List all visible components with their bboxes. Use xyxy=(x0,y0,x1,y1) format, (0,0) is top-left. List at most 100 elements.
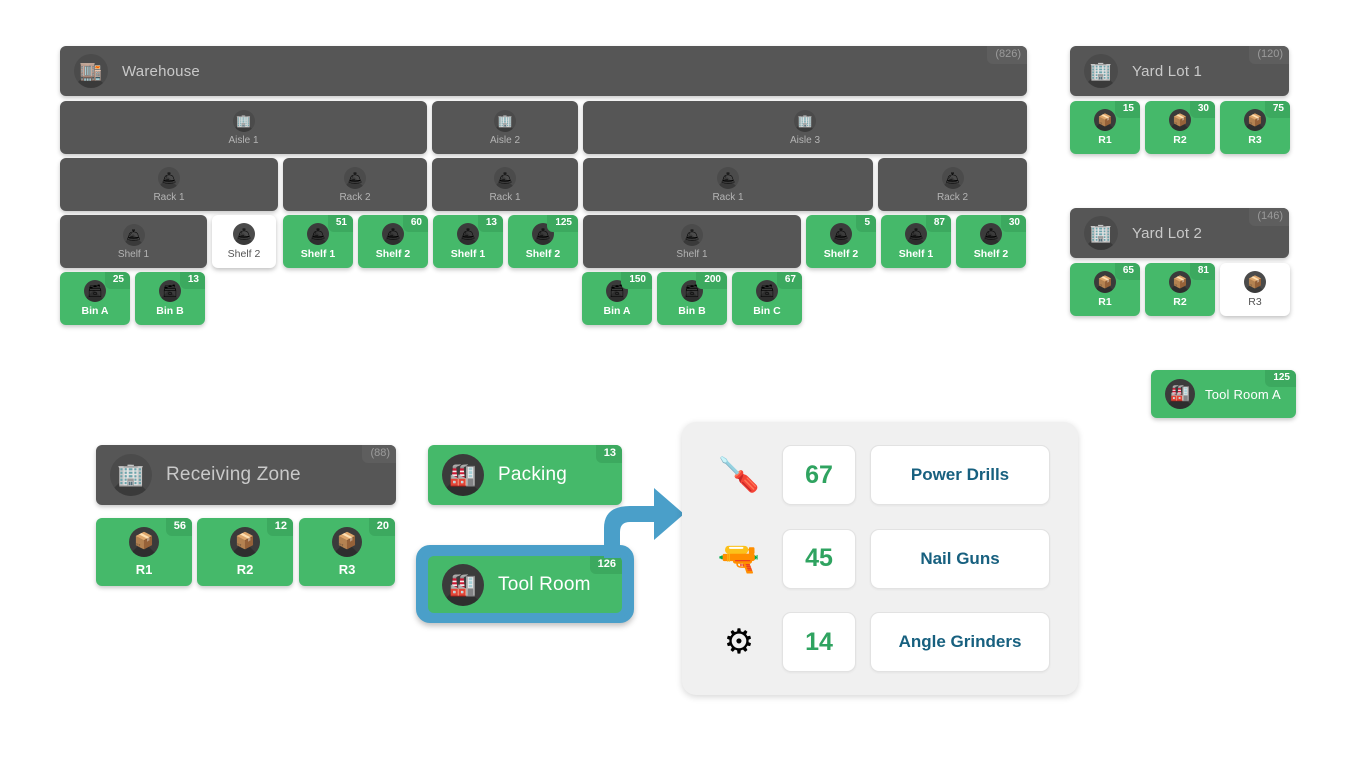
node-label: Yard Lot 1 xyxy=(1132,62,1203,80)
shelf-icon: 🛎 xyxy=(532,223,554,245)
count-badge: 13 xyxy=(595,445,622,463)
node-label: Shelf 2 xyxy=(525,248,561,260)
node-bin-2[interactable]: 🗃 Bin B 13 xyxy=(135,272,205,325)
node-shelf-3[interactable]: 🛎 Shelf 1 51 xyxy=(283,215,353,268)
node-rack-a1-1[interactable]: 🛎 Rack 1 xyxy=(60,158,278,211)
building-icon: 🏢 xyxy=(1084,216,1118,250)
node-receiving-r2[interactable]: 📦 R2 12 xyxy=(197,518,293,586)
node-receiving-r1[interactable]: 📦 R1 56 xyxy=(96,518,192,586)
warehouse-icon: 🏬 xyxy=(74,54,108,88)
node-shelf-5[interactable]: 🛎 Shelf 1 13 xyxy=(433,215,503,268)
count-badge: 81 xyxy=(1189,263,1215,280)
count-badge: 60 xyxy=(402,215,428,232)
count-badge: 51 xyxy=(327,215,353,232)
shelf-icon: 🛎 xyxy=(457,223,479,245)
node-rack-a3-2[interactable]: 🛎 Rack 2 xyxy=(878,158,1027,211)
node-yard-lot-1[interactable]: 🏢 Yard Lot 1 (120) xyxy=(1070,46,1289,96)
nail-gun-icon: 🔫 xyxy=(717,539,761,578)
node-aisle-1[interactable]: 🏢 Aisle 1 xyxy=(60,101,427,154)
node-shelf-8[interactable]: 🛎 Shelf 2 5 xyxy=(806,215,876,268)
shelf-icon: 🛎 xyxy=(980,223,1002,245)
node-label: Warehouse xyxy=(122,62,200,80)
count-badge: 126 xyxy=(589,556,622,574)
node-yard-lot-2[interactable]: 🏢 Yard Lot 2 (146) xyxy=(1070,208,1289,258)
count-badge: 15 xyxy=(1114,101,1140,118)
node-rack-a2-1[interactable]: 🛎 Rack 1 xyxy=(432,158,578,211)
node-label: R2 xyxy=(236,562,254,577)
count-badge: (120) xyxy=(1249,46,1289,64)
node-yard2-r3[interactable]: 📦 R3 xyxy=(1220,263,1290,316)
node-label: Shelf 1 xyxy=(300,248,336,260)
node-tool-room-a[interactable]: 🏭 Tool Room A 125 xyxy=(1151,370,1296,418)
node-label: Rack 1 xyxy=(712,191,744,203)
node-bin-1[interactable]: 🗃 Bin A 25 xyxy=(60,272,130,325)
node-label: Packing xyxy=(498,464,567,485)
node-warehouse[interactable]: 🏬 Warehouse (826) xyxy=(60,46,1027,96)
node-label: Shelf 2 xyxy=(375,248,411,260)
node-shelf-1[interactable]: 🛎 Shelf 1 xyxy=(60,215,207,268)
parcel-icon: 📦 xyxy=(1169,271,1191,293)
node-shelf-10[interactable]: 🛎 Shelf 2 30 xyxy=(956,215,1026,268)
node-rack-a1-2[interactable]: 🛎 Rack 2 xyxy=(283,158,427,211)
shelf-icon: 🛎 xyxy=(122,223,145,246)
node-label: R3 xyxy=(1248,296,1262,308)
shelf-icon: 🛎 xyxy=(382,223,404,245)
count-badge: 25 xyxy=(104,272,130,289)
parcel-icon: 📦 xyxy=(1094,109,1116,131)
parcel-icon: 📦 xyxy=(129,527,159,557)
node-aisle-2[interactable]: 🏢 Aisle 2 xyxy=(432,101,578,154)
node-label: Shelf 1 xyxy=(676,248,708,260)
node-packing[interactable]: 🏭 Packing 13 xyxy=(428,445,622,505)
count-badge: 67 xyxy=(776,272,802,289)
factory-icon: 🏭 xyxy=(1165,379,1195,409)
node-shelf-6[interactable]: 🛎 Shelf 2 125 xyxy=(508,215,578,268)
parcel-icon: 📦 xyxy=(230,527,260,557)
node-bin-4[interactable]: 🗃 Bin B 200 xyxy=(657,272,727,325)
node-receiving-r3[interactable]: 📦 R3 20 xyxy=(299,518,395,586)
shelf-icon: 🛎 xyxy=(681,223,703,246)
node-label: R2 xyxy=(1173,134,1187,146)
node-tool-room[interactable]: 🏭 Tool Room 126 xyxy=(428,556,622,613)
parcel-icon: 📦 xyxy=(1244,109,1266,131)
node-yard2-r2[interactable]: 📦 R2 81 xyxy=(1145,263,1215,316)
node-bin-3[interactable]: 🗃 Bin A 150 xyxy=(582,272,652,325)
node-label: Aisle 2 xyxy=(489,134,520,146)
node-label: R1 xyxy=(1098,296,1112,308)
tool-room-detail-panel: 🪛 67 Power Drills 🔫 45 Nail Guns ⚙ 14 An… xyxy=(682,422,1078,695)
detail-row[interactable]: 🔫 45 Nail Guns xyxy=(708,528,1052,590)
node-label: Bin B xyxy=(678,305,706,317)
count-badge: 65 xyxy=(1114,263,1140,280)
item-name: Angle Grinders xyxy=(870,612,1050,672)
detail-row[interactable]: ⚙ 14 Angle Grinders xyxy=(708,611,1052,673)
node-shelf-9[interactable]: 🛎 Shelf 1 87 xyxy=(881,215,951,268)
node-shelf-7[interactable]: 🛎 Shelf 1 xyxy=(583,215,801,268)
node-yard2-r1[interactable]: 📦 R1 65 xyxy=(1070,263,1140,316)
detail-row[interactable]: 🪛 67 Power Drills xyxy=(708,444,1052,506)
factory-icon: 🏭 xyxy=(442,563,484,606)
node-label: Shelf 1 xyxy=(898,248,934,260)
node-yard1-r1[interactable]: 📦 R1 15 xyxy=(1070,101,1140,154)
count-badge: 125 xyxy=(547,215,578,232)
count-badge: 20 xyxy=(368,518,395,536)
node-bin-5[interactable]: 🗃 Bin C 67 xyxy=(732,272,802,325)
node-receiving-zone[interactable]: 🏢 Receiving Zone (88) xyxy=(96,445,396,505)
node-shelf-4[interactable]: 🛎 Shelf 2 60 xyxy=(358,215,428,268)
shelf-icon: 🛎 xyxy=(905,223,927,245)
node-label: R1 xyxy=(135,562,153,577)
node-label: R2 xyxy=(1173,296,1187,308)
node-yard1-r2[interactable]: 📦 R2 30 xyxy=(1145,101,1215,154)
building-icon: 🏢 xyxy=(110,454,152,496)
node-shelf-2[interactable]: 🛎 Shelf 2 xyxy=(212,215,276,268)
node-rack-a3-1[interactable]: 🛎 Rack 1 xyxy=(583,158,873,211)
node-aisle-3[interactable]: 🏢 Aisle 3 xyxy=(583,101,1027,154)
node-yard1-r3[interactable]: 📦 R3 75 xyxy=(1220,101,1290,154)
bin-icon: 🗃 xyxy=(84,280,106,302)
count-badge: 56 xyxy=(165,518,192,536)
tool-room-to-detail-arrow xyxy=(596,470,688,558)
building-icon: 🏢 xyxy=(232,109,255,132)
node-label: Yard Lot 2 xyxy=(1132,224,1203,242)
node-label: Tool Room xyxy=(498,573,591,595)
node-label: Bin A xyxy=(603,305,631,317)
count-badge: 12 xyxy=(266,518,293,536)
